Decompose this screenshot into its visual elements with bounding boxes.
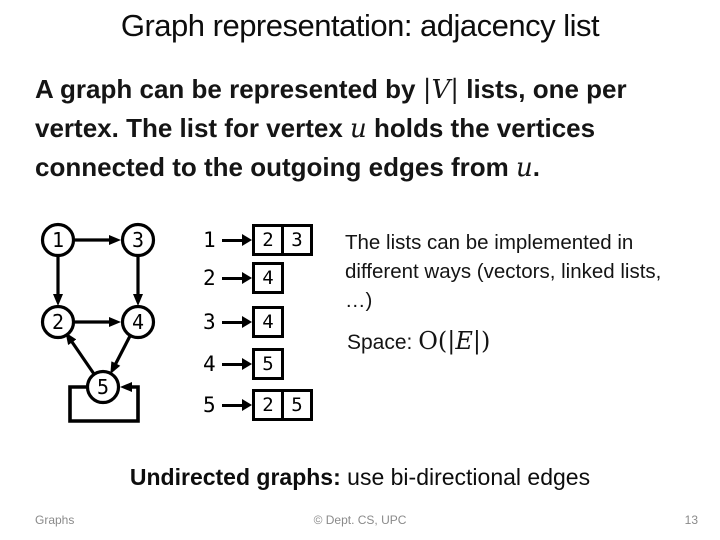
- footer-copyright: © Dept. CS, UPC: [313, 513, 407, 527]
- adjacency-vertex-label: 4: [203, 352, 216, 376]
- space-label: Space:: [347, 331, 419, 354]
- directed-graph-diagram: 1 3 2 4 5: [40, 222, 156, 423]
- graph-node-1: 1: [40, 222, 76, 258]
- adjacency-cell: 5: [252, 348, 284, 380]
- node-label: 5: [97, 375, 109, 399]
- adjacency-vertex-label: 5: [203, 393, 216, 417]
- adjacency-vertex-label: 1: [203, 228, 216, 252]
- edge-5-5-self-loop: [68, 382, 140, 423]
- math-bar: |: [422, 75, 432, 105]
- node-label: 2: [52, 310, 64, 334]
- edge-4-5: [110, 335, 132, 375]
- node-label: 3: [132, 228, 144, 252]
- adjacency-cell: 3: [281, 224, 313, 256]
- undirected-note-rest: use bi-directional edges: [340, 464, 591, 490]
- math-e-symbol: E: [455, 327, 473, 355]
- node-label: 1: [52, 228, 64, 252]
- graph-node-4: 4: [120, 304, 156, 340]
- arrow-right-icon: [222, 316, 252, 328]
- node-label: 4: [132, 310, 144, 334]
- adjacency-vertex-label: 3: [203, 310, 216, 334]
- footer-page-number: 13: [684, 513, 698, 527]
- adjacency-row-2: 2 4: [203, 261, 284, 295]
- adjacency-cell: 5: [281, 389, 313, 421]
- footer-deck-title: Graphs: [35, 513, 75, 527]
- space-complexity: Space: O(|E|): [347, 327, 490, 355]
- adjacency-row-3: 3 4: [203, 305, 284, 339]
- adjacency-row-5: 5 2 5: [203, 388, 313, 422]
- paragraph-text: holds the vertices connected to the outg…: [35, 113, 596, 182]
- arrow-right-icon: [222, 358, 252, 370]
- undirected-note-bold: Undirected graphs:: [129, 464, 341, 490]
- big-o-open: O(|: [418, 327, 456, 355]
- paragraph-text: .: [532, 152, 540, 182]
- adjacency-cell: 4: [252, 306, 284, 338]
- math-bar: |: [450, 75, 460, 105]
- adjacency-vertex-label: 2: [203, 266, 216, 290]
- arrow-right-icon: [222, 272, 252, 284]
- paragraph-text: lists, one per vertex. The list for vert…: [35, 74, 627, 143]
- paragraph-text: A graph can be represented by: [35, 74, 423, 104]
- graph-node-2: 2: [40, 304, 76, 340]
- math-v-symbol: V: [431, 75, 451, 105]
- graph-node-5: 5: [85, 369, 121, 405]
- edge-5-2: [65, 332, 96, 375]
- implementation-note: The lists can be implemented in differen…: [345, 231, 662, 312]
- arrow-right-icon: [222, 399, 252, 411]
- body-paragraph: A graph can be represented by |V| lists,…: [35, 70, 697, 187]
- big-o-close: |): [472, 327, 491, 355]
- slide-title: Graph representation: adjacency list: [120, 8, 600, 43]
- adjacency-cell: 2: [252, 224, 284, 256]
- adjacency-row-4: 4 5: [203, 347, 284, 381]
- math-u-symbol: u: [516, 153, 533, 183]
- adjacency-row-1: 1 2 3: [203, 223, 313, 257]
- arrow-right-icon: [222, 234, 252, 246]
- adjacency-cell: 4: [252, 262, 284, 294]
- undirected-note: Undirected graphs: use bi-directional ed…: [0, 464, 720, 491]
- adjacency-cell: 2: [252, 389, 284, 421]
- graph-node-3: 3: [120, 222, 156, 258]
- math-u-symbol: u: [350, 114, 367, 144]
